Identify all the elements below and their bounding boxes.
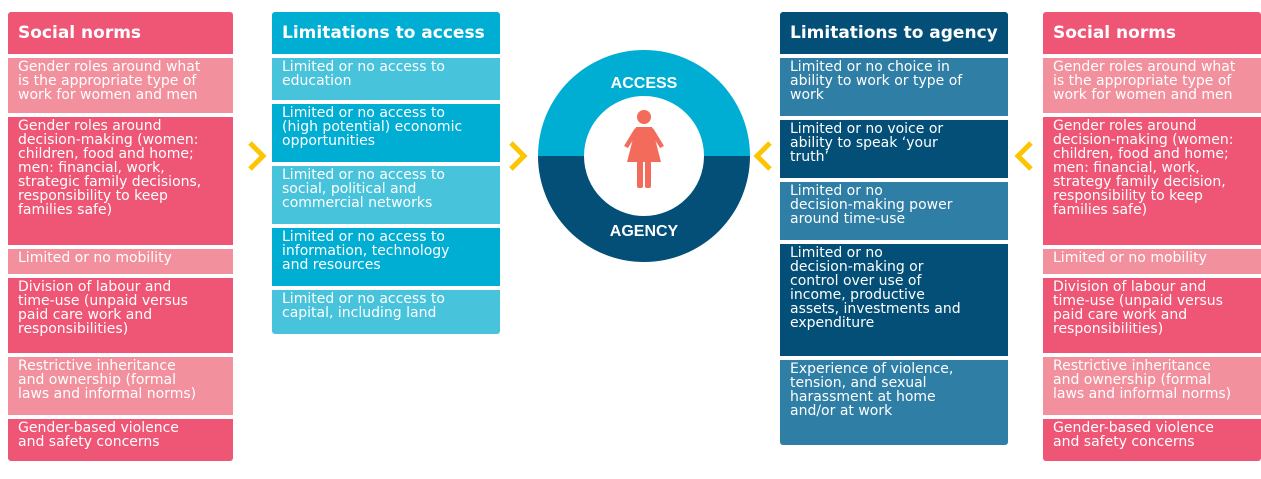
access-label: ACCESS — [611, 75, 678, 92]
access-agency-circle: ACCESS AGENCY — [538, 50, 750, 262]
list-item: Limited or no access to (high potential)… — [272, 104, 500, 162]
list-item: Limited or no decision-making or control… — [780, 244, 1008, 356]
agency-label: AGENCY — [610, 223, 679, 240]
list-item: Restrictive inheritance and ownership (f… — [8, 357, 233, 415]
list-item: Limited or no access to information, tec… — [272, 228, 500, 286]
list-item: Restrictive inheritance and ownership (f… — [1043, 357, 1261, 415]
list-item: Limited or no access to education — [272, 58, 500, 100]
left-social-norms-title: Social norms — [8, 12, 233, 54]
list-item: Gender roles around what is the appropri… — [8, 58, 233, 113]
left-social-norms-column: Social norms Gender roles around what is… — [8, 12, 233, 461]
list-item: Limited or no voice or ability to speak … — [780, 120, 1008, 178]
limitations-agency-list: Limited or no choice in ability to work … — [780, 58, 1008, 445]
woman-icon — [624, 110, 664, 188]
right-social-norms-list: Gender roles around what is the appropri… — [1043, 58, 1261, 461]
right-social-norms-title: Social norms — [1043, 12, 1261, 54]
list-item: Division of labour and time-use (unpaid … — [1043, 278, 1261, 353]
list-item: Limited or no decision-making power arou… — [780, 182, 1008, 240]
list-item: Gender-based violence and safety concern… — [1043, 419, 1261, 461]
list-item: Limited or no choice in ability to work … — [780, 58, 1008, 116]
list-item: Division of labour and time-use (unpaid … — [8, 278, 233, 353]
chevron-right-icon — [509, 141, 528, 171]
chevron-left-icon — [753, 141, 772, 171]
limitations-access-column: Limitations to access Limited or no acce… — [272, 12, 500, 334]
list-item: Gender roles around what is the appropri… — [1043, 58, 1261, 113]
list-item: Gender-based violence and safety concern… — [8, 419, 233, 461]
chevron-right-icon — [248, 141, 267, 171]
list-item: Gender roles around decision-making (wom… — [1043, 117, 1261, 245]
right-social-norms-column: Social norms Gender roles around what is… — [1043, 12, 1261, 461]
limitations-access-list: Limited or no access to education Limite… — [272, 58, 500, 334]
left-social-norms-list: Gender roles around what is the appropri… — [8, 58, 233, 461]
chevron-left-icon — [1014, 141, 1033, 171]
list-item: Limited or no mobility — [8, 249, 233, 274]
list-item: Gender roles around decision-making (wom… — [8, 117, 233, 245]
list-item: Limited or no access to social, politica… — [272, 166, 500, 224]
limitations-agency-column: Limitations to agency Limited or no choi… — [780, 12, 1008, 445]
limitations-access-title: Limitations to access — [272, 12, 500, 54]
list-item: Limited or no access to capital, includi… — [272, 290, 500, 334]
list-item: Experience of violence, tension, and sex… — [780, 360, 1008, 445]
list-item: Limited or no mobility — [1043, 249, 1261, 274]
limitations-agency-title: Limitations to agency — [780, 12, 1008, 54]
